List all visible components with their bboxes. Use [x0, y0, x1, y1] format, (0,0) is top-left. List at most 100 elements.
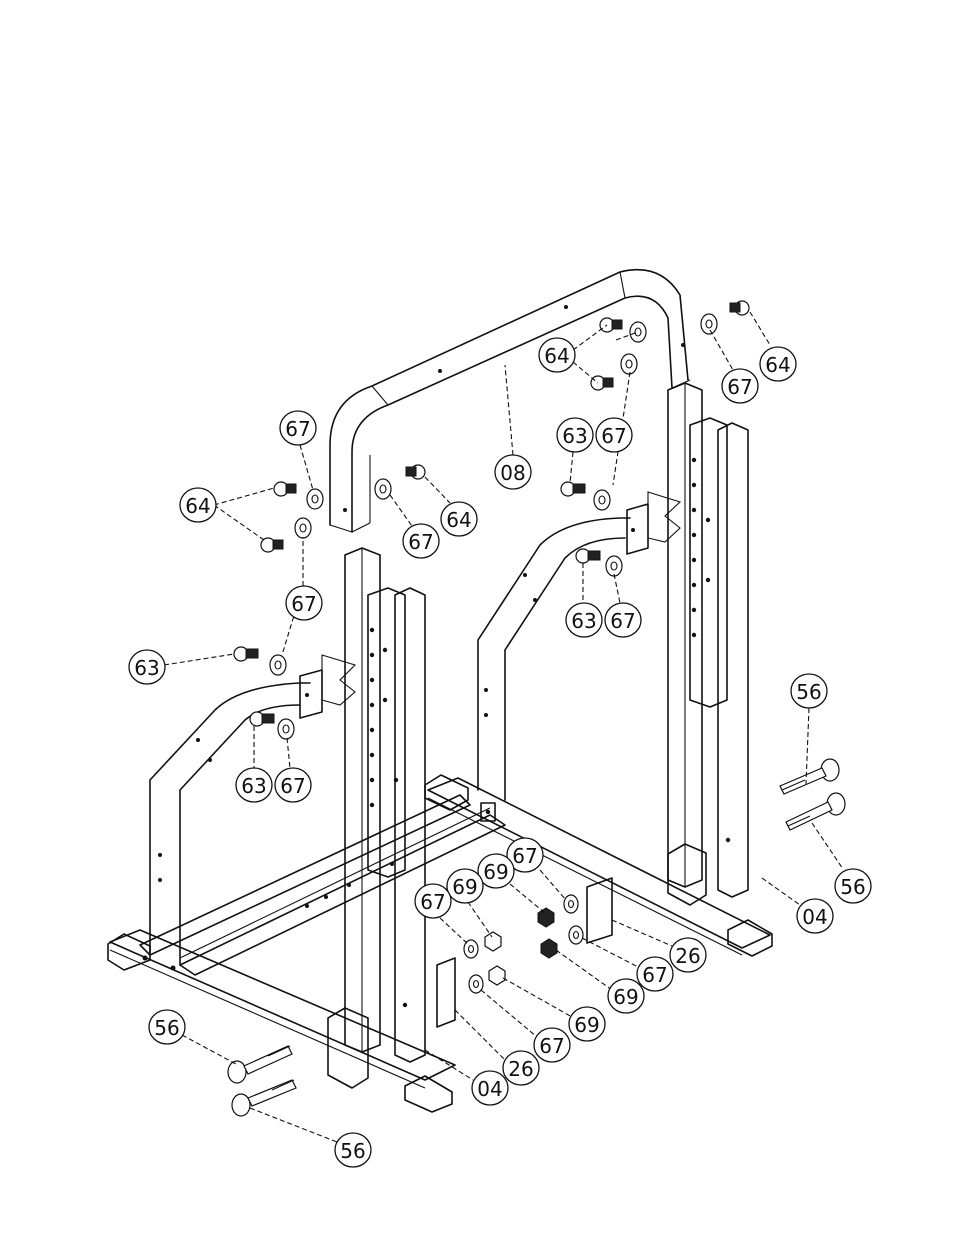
- callout-63: 63: [129, 650, 165, 684]
- washer-67-l: [569, 926, 583, 944]
- callout-63: 63: [236, 768, 272, 802]
- callout-label: 04: [477, 1077, 502, 1101]
- callout-67: 67: [403, 524, 439, 558]
- callout-56: 56: [149, 1010, 185, 1044]
- leader-lines: [164, 312, 843, 1142]
- nut-69-a: [538, 908, 554, 927]
- washer-67-b: [621, 354, 637, 374]
- bolt-56-a: [780, 759, 839, 794]
- callout-63: 63: [557, 418, 593, 452]
- callout-67: 67: [280, 411, 316, 445]
- washer-67-j: [278, 719, 294, 739]
- right-upright: [668, 383, 748, 897]
- callout-08: 08: [495, 455, 531, 489]
- callout-label: 67: [512, 844, 537, 868]
- callout-label: 69: [452, 875, 477, 899]
- callout-67: 67: [605, 603, 641, 637]
- nut-69-b: [541, 939, 557, 958]
- callout-label: 69: [613, 985, 638, 1009]
- washer-67-h: [375, 479, 391, 499]
- washer-67-e: [606, 556, 622, 576]
- callout-64: 64: [441, 502, 477, 536]
- callout-label: 56: [796, 680, 821, 704]
- bolt-64-a: [600, 318, 622, 332]
- callout-67: 67: [596, 418, 632, 452]
- callout-56: 56: [835, 869, 871, 903]
- callout-56: 56: [791, 674, 827, 708]
- washer-67-f: [307, 489, 323, 509]
- nut-69-c: [485, 932, 501, 951]
- callout-label: 64: [446, 508, 471, 532]
- callout-label: 69: [483, 860, 508, 884]
- washer-67-c: [701, 314, 717, 334]
- callout-label: 63: [571, 609, 596, 633]
- left-safety-arm: [150, 655, 355, 965]
- callout-67: 67: [275, 768, 311, 802]
- callout-label: 67: [291, 592, 316, 616]
- callout-label: 64: [765, 353, 790, 377]
- callout-label: 26: [508, 1057, 533, 1081]
- base-frame: [108, 775, 772, 1112]
- washer-67-g: [295, 518, 311, 538]
- bolt-64-b: [591, 376, 613, 390]
- callout-label: 67: [601, 424, 626, 448]
- right-safety-arm: [478, 492, 680, 800]
- callout-label: 56: [840, 875, 865, 899]
- callout-67: 67: [415, 884, 451, 918]
- washer-67-d: [594, 490, 610, 510]
- left-upright: [345, 548, 425, 1062]
- callout-67: 67: [722, 369, 758, 403]
- callout-67: 67: [286, 586, 322, 620]
- callout-label: 64: [185, 494, 210, 518]
- callout-label: 64: [544, 344, 569, 368]
- washer-67-i: [270, 655, 286, 675]
- callout-69: 69: [608, 979, 644, 1013]
- callout-label: 56: [154, 1016, 179, 1040]
- callout-04: 04: [797, 899, 833, 933]
- callout-label: 04: [802, 905, 827, 929]
- callout-label: 67: [420, 890, 445, 914]
- callout-69: 69: [478, 854, 514, 888]
- bolt-56-d: [232, 1080, 296, 1116]
- callout-label: 67: [539, 1034, 564, 1058]
- callout-label: 67: [285, 417, 310, 441]
- callout-label: 63: [241, 774, 266, 798]
- callout-label: 67: [408, 530, 433, 554]
- callout-label: 67: [610, 609, 635, 633]
- bolt-63-c: [234, 647, 258, 661]
- callout-label: 67: [642, 963, 667, 987]
- callout-label: 63: [562, 424, 587, 448]
- callout-label: 69: [574, 1013, 599, 1037]
- washer-67-a: [630, 322, 646, 342]
- callout-64: 64: [760, 347, 796, 381]
- callout-label: 63: [134, 656, 159, 680]
- bolt-56-c: [228, 1046, 292, 1083]
- callout-64: 64: [539, 338, 575, 372]
- bolt-64-e: [261, 538, 283, 552]
- callout-26: 26: [503, 1051, 539, 1085]
- callout-64: 64: [180, 488, 216, 522]
- callout-label: 56: [340, 1139, 365, 1163]
- callout-label: 08: [500, 461, 525, 485]
- bolt-56-b: [786, 793, 845, 830]
- callout-67: 67: [534, 1028, 570, 1062]
- callout-67: 67: [637, 957, 673, 991]
- bolt-64-f: [406, 465, 425, 479]
- callout-56: 56: [335, 1133, 371, 1167]
- callout-63: 63: [566, 603, 602, 637]
- bolt-63-d: [250, 712, 274, 726]
- hardware: [228, 301, 845, 1116]
- nut-69-d: [489, 966, 505, 985]
- callout-label: 67: [280, 774, 305, 798]
- callout-balloons: 08 64 64 67 63 67 63 67 67 64 64 67 67 63 63 67 56 56 04 67…: [129, 338, 871, 1167]
- bolt-64-d: [274, 482, 296, 496]
- bolt-63-b: [576, 549, 600, 563]
- callout-04: 04: [472, 1071, 508, 1105]
- callout-label: 26: [675, 944, 700, 968]
- callout-69: 69: [569, 1007, 605, 1041]
- callout-26: 26: [670, 938, 706, 972]
- callout-label: 67: [727, 375, 752, 399]
- callout-69: 69: [447, 869, 483, 903]
